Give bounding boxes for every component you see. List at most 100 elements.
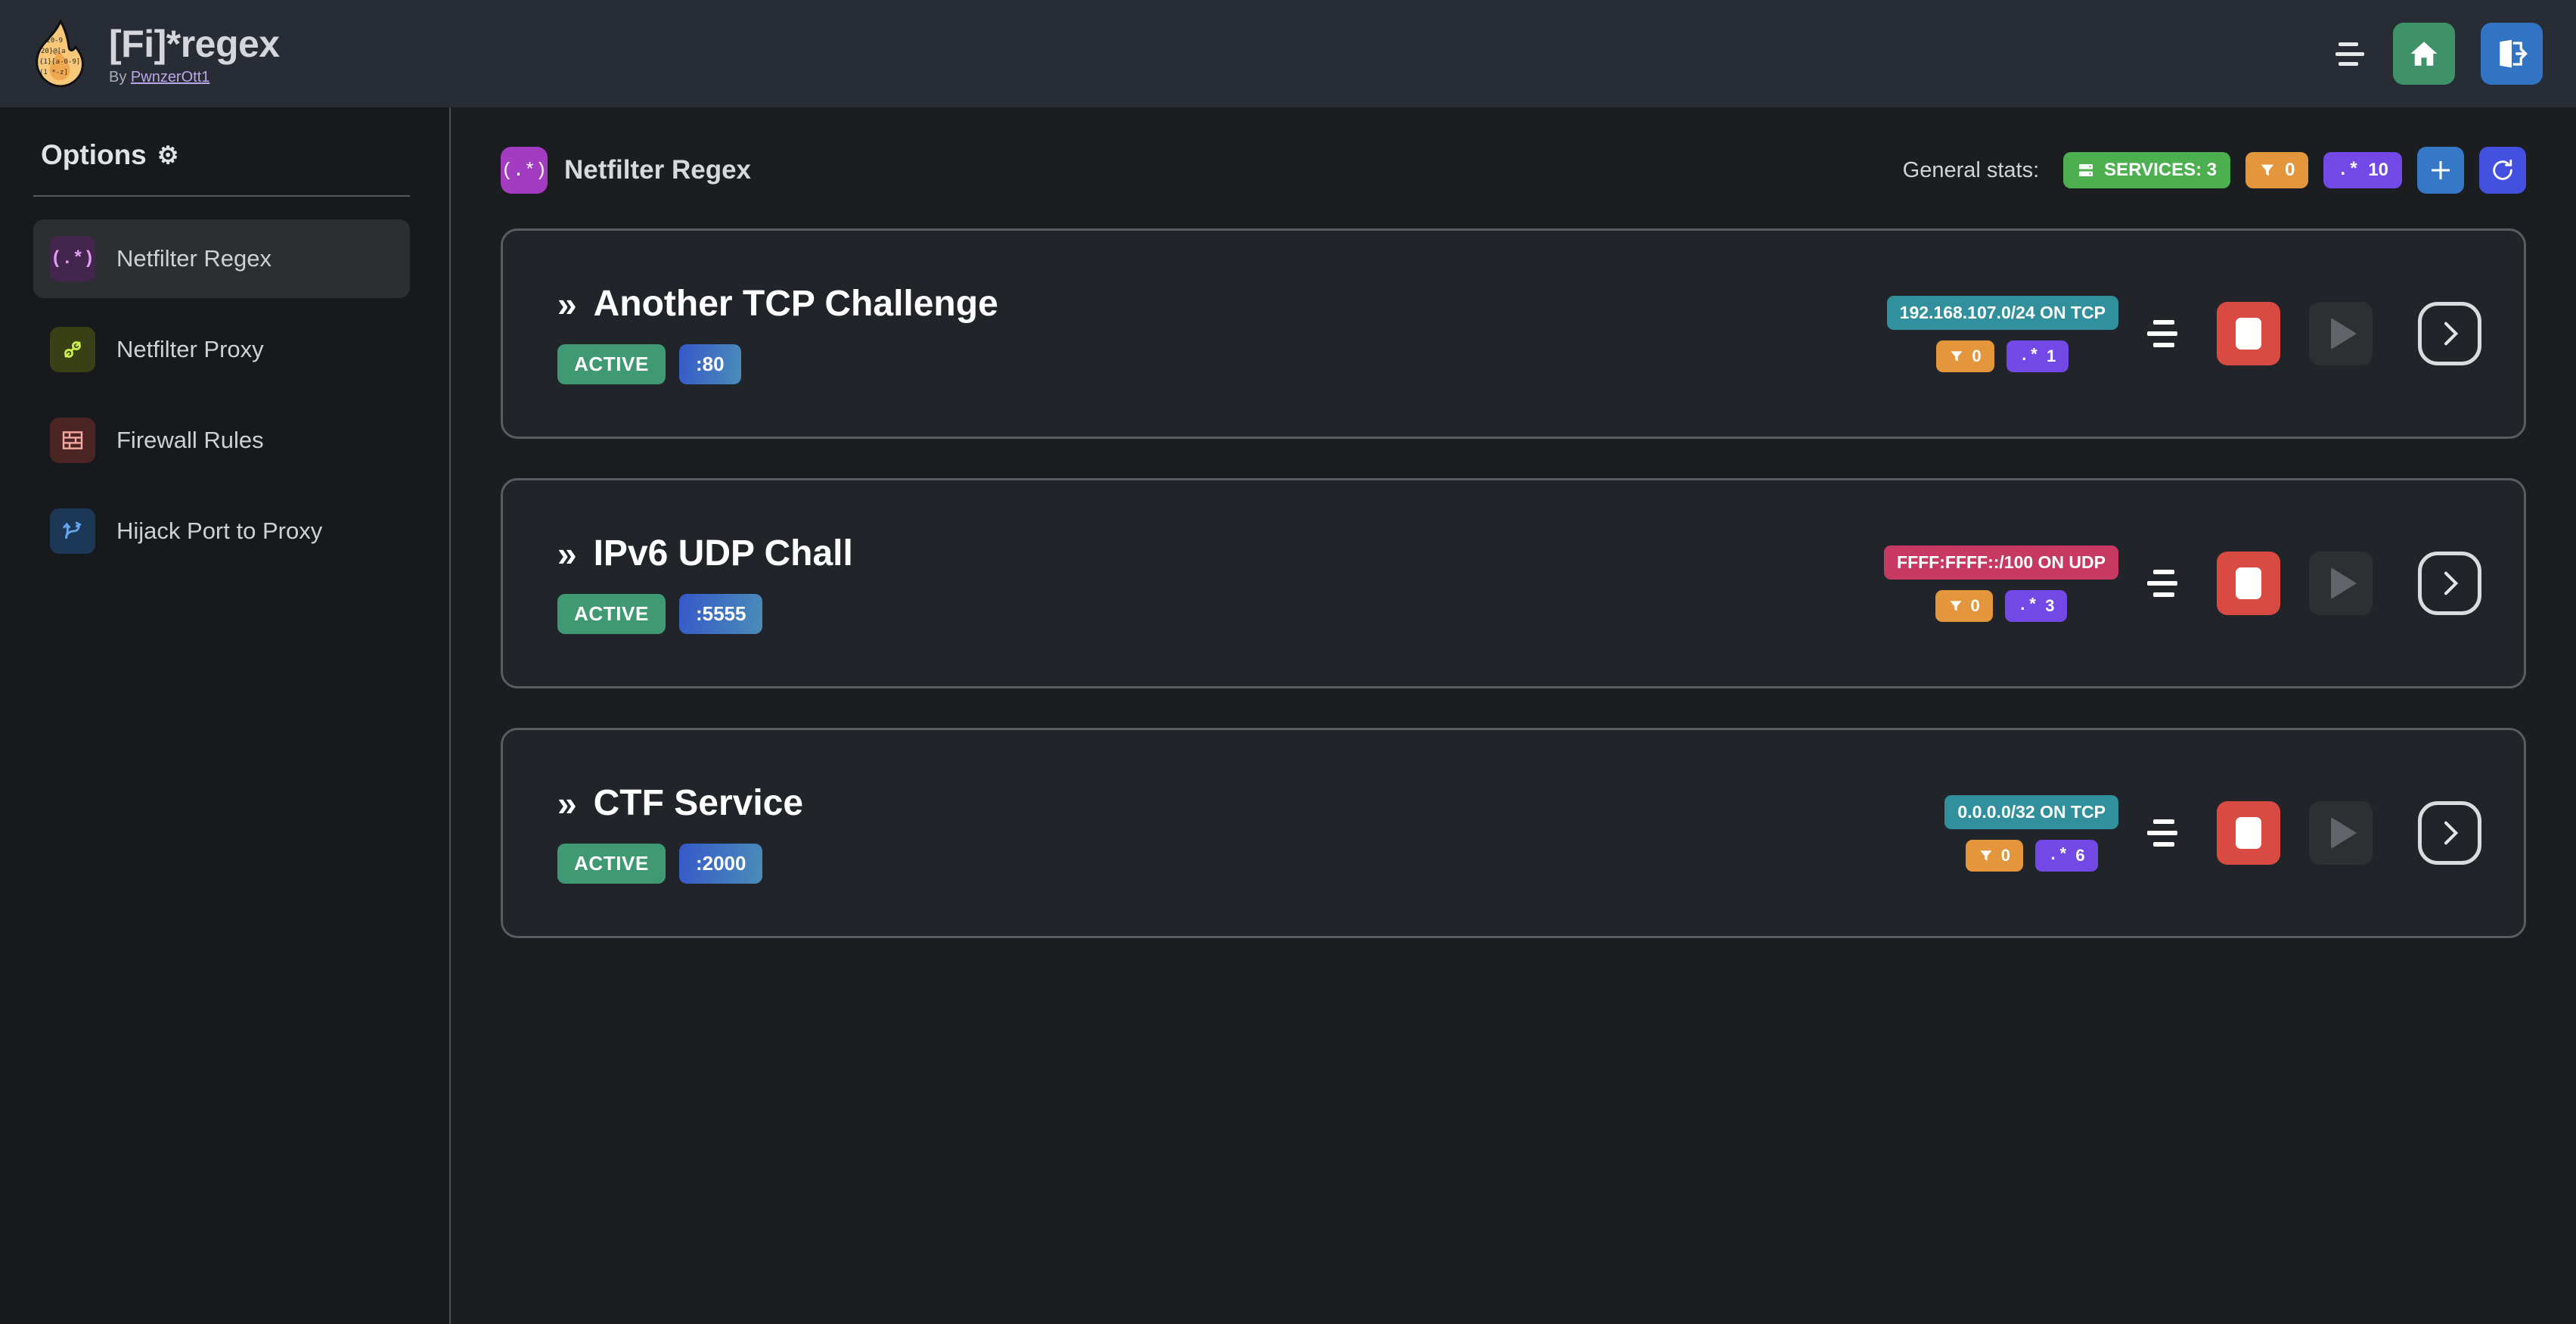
start-service-button[interactable]: [2309, 801, 2373, 865]
brand-block: -z0-9 20}@[a {1}[a-0-9] (1 *-z] [Fi]*reg…: [27, 20, 280, 88]
filters-count: 0: [2000, 845, 2010, 865]
filters-count: 0: [1972, 346, 1982, 365]
stop-service-button[interactable]: [2217, 801, 2280, 865]
home-button[interactable]: [2393, 23, 2455, 85]
regex-count: 10: [2368, 160, 2388, 180]
sidebar-item-label: Netfilter Proxy: [116, 336, 264, 362]
chevron-right-icon: [2444, 821, 2459, 845]
service-name: CTF Service: [593, 783, 804, 823]
service-card[interactable]: » CTF Service ACTIVE :2000 0.0.0.0/32 ON…: [501, 728, 2526, 938]
service-pills: ACTIVE :2000: [557, 844, 803, 884]
route-fork-icon: [50, 508, 95, 554]
service-title: » Another TCP Challenge: [557, 283, 998, 325]
service-name: Another TCP Challenge: [593, 284, 998, 324]
status-badge-active: ACTIVE: [557, 344, 666, 384]
network-badge: 0.0.0.0/32 ON TCP: [1944, 794, 2118, 829]
double-chevron-icon: »: [557, 284, 577, 324]
chevron-right-icon: [2444, 571, 2459, 595]
status-badge-filters: 0: [2245, 152, 2309, 188]
service-info: » Another TCP Challenge ACTIVE :80: [557, 283, 998, 384]
author-link[interactable]: PwnzerOtt1: [130, 68, 210, 85]
top-header-bar: -z0-9 20}@[a {1}[a-0-9] (1 *-z] [Fi]*reg…: [0, 0, 2576, 107]
stop-service-button[interactable]: [2217, 302, 2280, 365]
start-service-button[interactable]: [2309, 552, 2373, 615]
regex-icon: (.*): [50, 236, 95, 281]
services-count-label: SERVICES: 3: [2104, 160, 2218, 180]
service-pills: ACTIVE :5555: [557, 594, 853, 634]
svg-text:{1}[a-0-9]: {1}[a-0-9]: [39, 58, 80, 66]
start-service-button[interactable]: [2309, 302, 2373, 365]
service-controls: 0.0.0.0/32 ON TCP 0 .* 6: [1944, 794, 2481, 872]
filters-badge: 0: [1935, 589, 1993, 622]
filter-icon: [1951, 350, 1963, 362]
service-info: » CTF Service ACTIVE :2000: [557, 782, 803, 884]
service-menu-icon[interactable]: [2147, 816, 2183, 850]
gear-icon: ⚙: [157, 141, 179, 169]
filters-count: 0: [2285, 160, 2295, 180]
service-details-button[interactable]: [2418, 302, 2481, 365]
play-icon: [2331, 318, 2357, 350]
app-author-line: By PwnzerOtt1: [109, 69, 280, 86]
status-badge-active: ACTIVE: [557, 594, 666, 634]
regex-glyph-icon: .*: [2017, 596, 2038, 615]
regex-badge: .* 1: [2006, 340, 2069, 372]
logout-button[interactable]: [2481, 23, 2543, 85]
service-network-info: 192.168.107.0/24 ON TCP 0 .* 1: [1886, 295, 2118, 372]
flame-logo: -z0-9 20}@[a {1}[a-0-9] (1 *-z]: [36, 20, 85, 88]
sidebar-item-label: Firewall Rules: [116, 427, 264, 453]
general-stats: General stats: SERVICES: 3 0: [1903, 147, 2526, 194]
double-chevron-icon: »: [557, 783, 577, 823]
regex-glyph-icon: .*: [2048, 846, 2069, 865]
by-prefix: By: [109, 68, 131, 85]
filters-count: 0: [1970, 595, 1980, 615]
main-header: (.*) Netfilter Regex General stats: SERV…: [501, 138, 2526, 203]
service-menu-icon[interactable]: [2147, 317, 2183, 350]
sidebar-item-label: Netfilter Regex: [116, 245, 272, 272]
service-pills: ACTIVE :80: [557, 344, 998, 384]
service-name: IPv6 UDP Chall: [593, 533, 853, 573]
regex-count: 3: [2045, 595, 2055, 615]
regex-badge: .* 3: [2004, 589, 2068, 622]
regex-count: 1: [2047, 346, 2056, 365]
regex-glyph-icon: .*: [2337, 160, 2360, 181]
sidebar-heading-label: Options: [41, 139, 147, 170]
brick-wall-icon: [50, 418, 95, 463]
play-icon: [2331, 817, 2357, 849]
server-icon: [2079, 164, 2093, 176]
sidebar-item-label: Hijack Port to Proxy: [116, 517, 323, 544]
sidebar-item-firewall-rules[interactable]: Firewall Rules: [33, 401, 410, 480]
sidebar: Options ⚙ (.*) Netfilter Regex Netfilter…: [0, 107, 451, 1324]
plug-icon: [50, 327, 95, 372]
service-counters: 0 .* 6: [1965, 839, 2098, 872]
service-menu-icon[interactable]: [2147, 567, 2183, 600]
port-badge: :2000: [678, 844, 763, 884]
sidebar-item-netfilter-regex[interactable]: (.*) Netfilter Regex: [33, 219, 410, 298]
add-service-button[interactable]: [2417, 147, 2464, 194]
status-badge-active: ACTIVE: [557, 844, 666, 884]
stop-service-button[interactable]: [2217, 552, 2280, 615]
stop-icon: [2236, 817, 2261, 849]
page-regex-icon: (.*): [501, 147, 548, 194]
service-card[interactable]: » Another TCP Challenge ACTIVE :80 192.1…: [501, 228, 2526, 439]
service-details-button[interactable]: [2418, 801, 2481, 865]
sidebar-item-netfilter-proxy[interactable]: Netfilter Proxy: [33, 310, 410, 389]
filter-icon: [2261, 164, 2274, 176]
port-badge: :5555: [678, 594, 763, 634]
regex-count: 6: [2075, 845, 2085, 865]
service-details-button[interactable]: [2418, 552, 2481, 615]
brand-text: [Fi]*regex By PwnzerOtt1: [109, 21, 280, 86]
regex-badge: .* 6: [2035, 839, 2098, 872]
service-counters: 0 .* 1: [1936, 340, 2069, 372]
service-card[interactable]: » IPv6 UDP Chall ACTIVE :5555 FFFF:FFFF:…: [501, 478, 2526, 688]
chevron-right-icon: [2444, 322, 2459, 346]
filters-badge: 0: [1936, 340, 1994, 372]
top-actions: [2332, 23, 2543, 85]
logout-icon: [2500, 39, 2528, 68]
svg-text:(1 *-z]: (1 *-z]: [39, 69, 68, 76]
refresh-button[interactable]: [2479, 147, 2526, 194]
sidebar-item-hijack-port-to-proxy[interactable]: Hijack Port to Proxy: [33, 492, 410, 570]
svg-text:20}@[a: 20}@[a: [41, 48, 66, 55]
stop-icon: [2236, 318, 2261, 350]
hamburger-menu-icon[interactable]: [2332, 41, 2367, 67]
main-content: (.*) Netfilter Regex General stats: SERV…: [451, 107, 2576, 1324]
